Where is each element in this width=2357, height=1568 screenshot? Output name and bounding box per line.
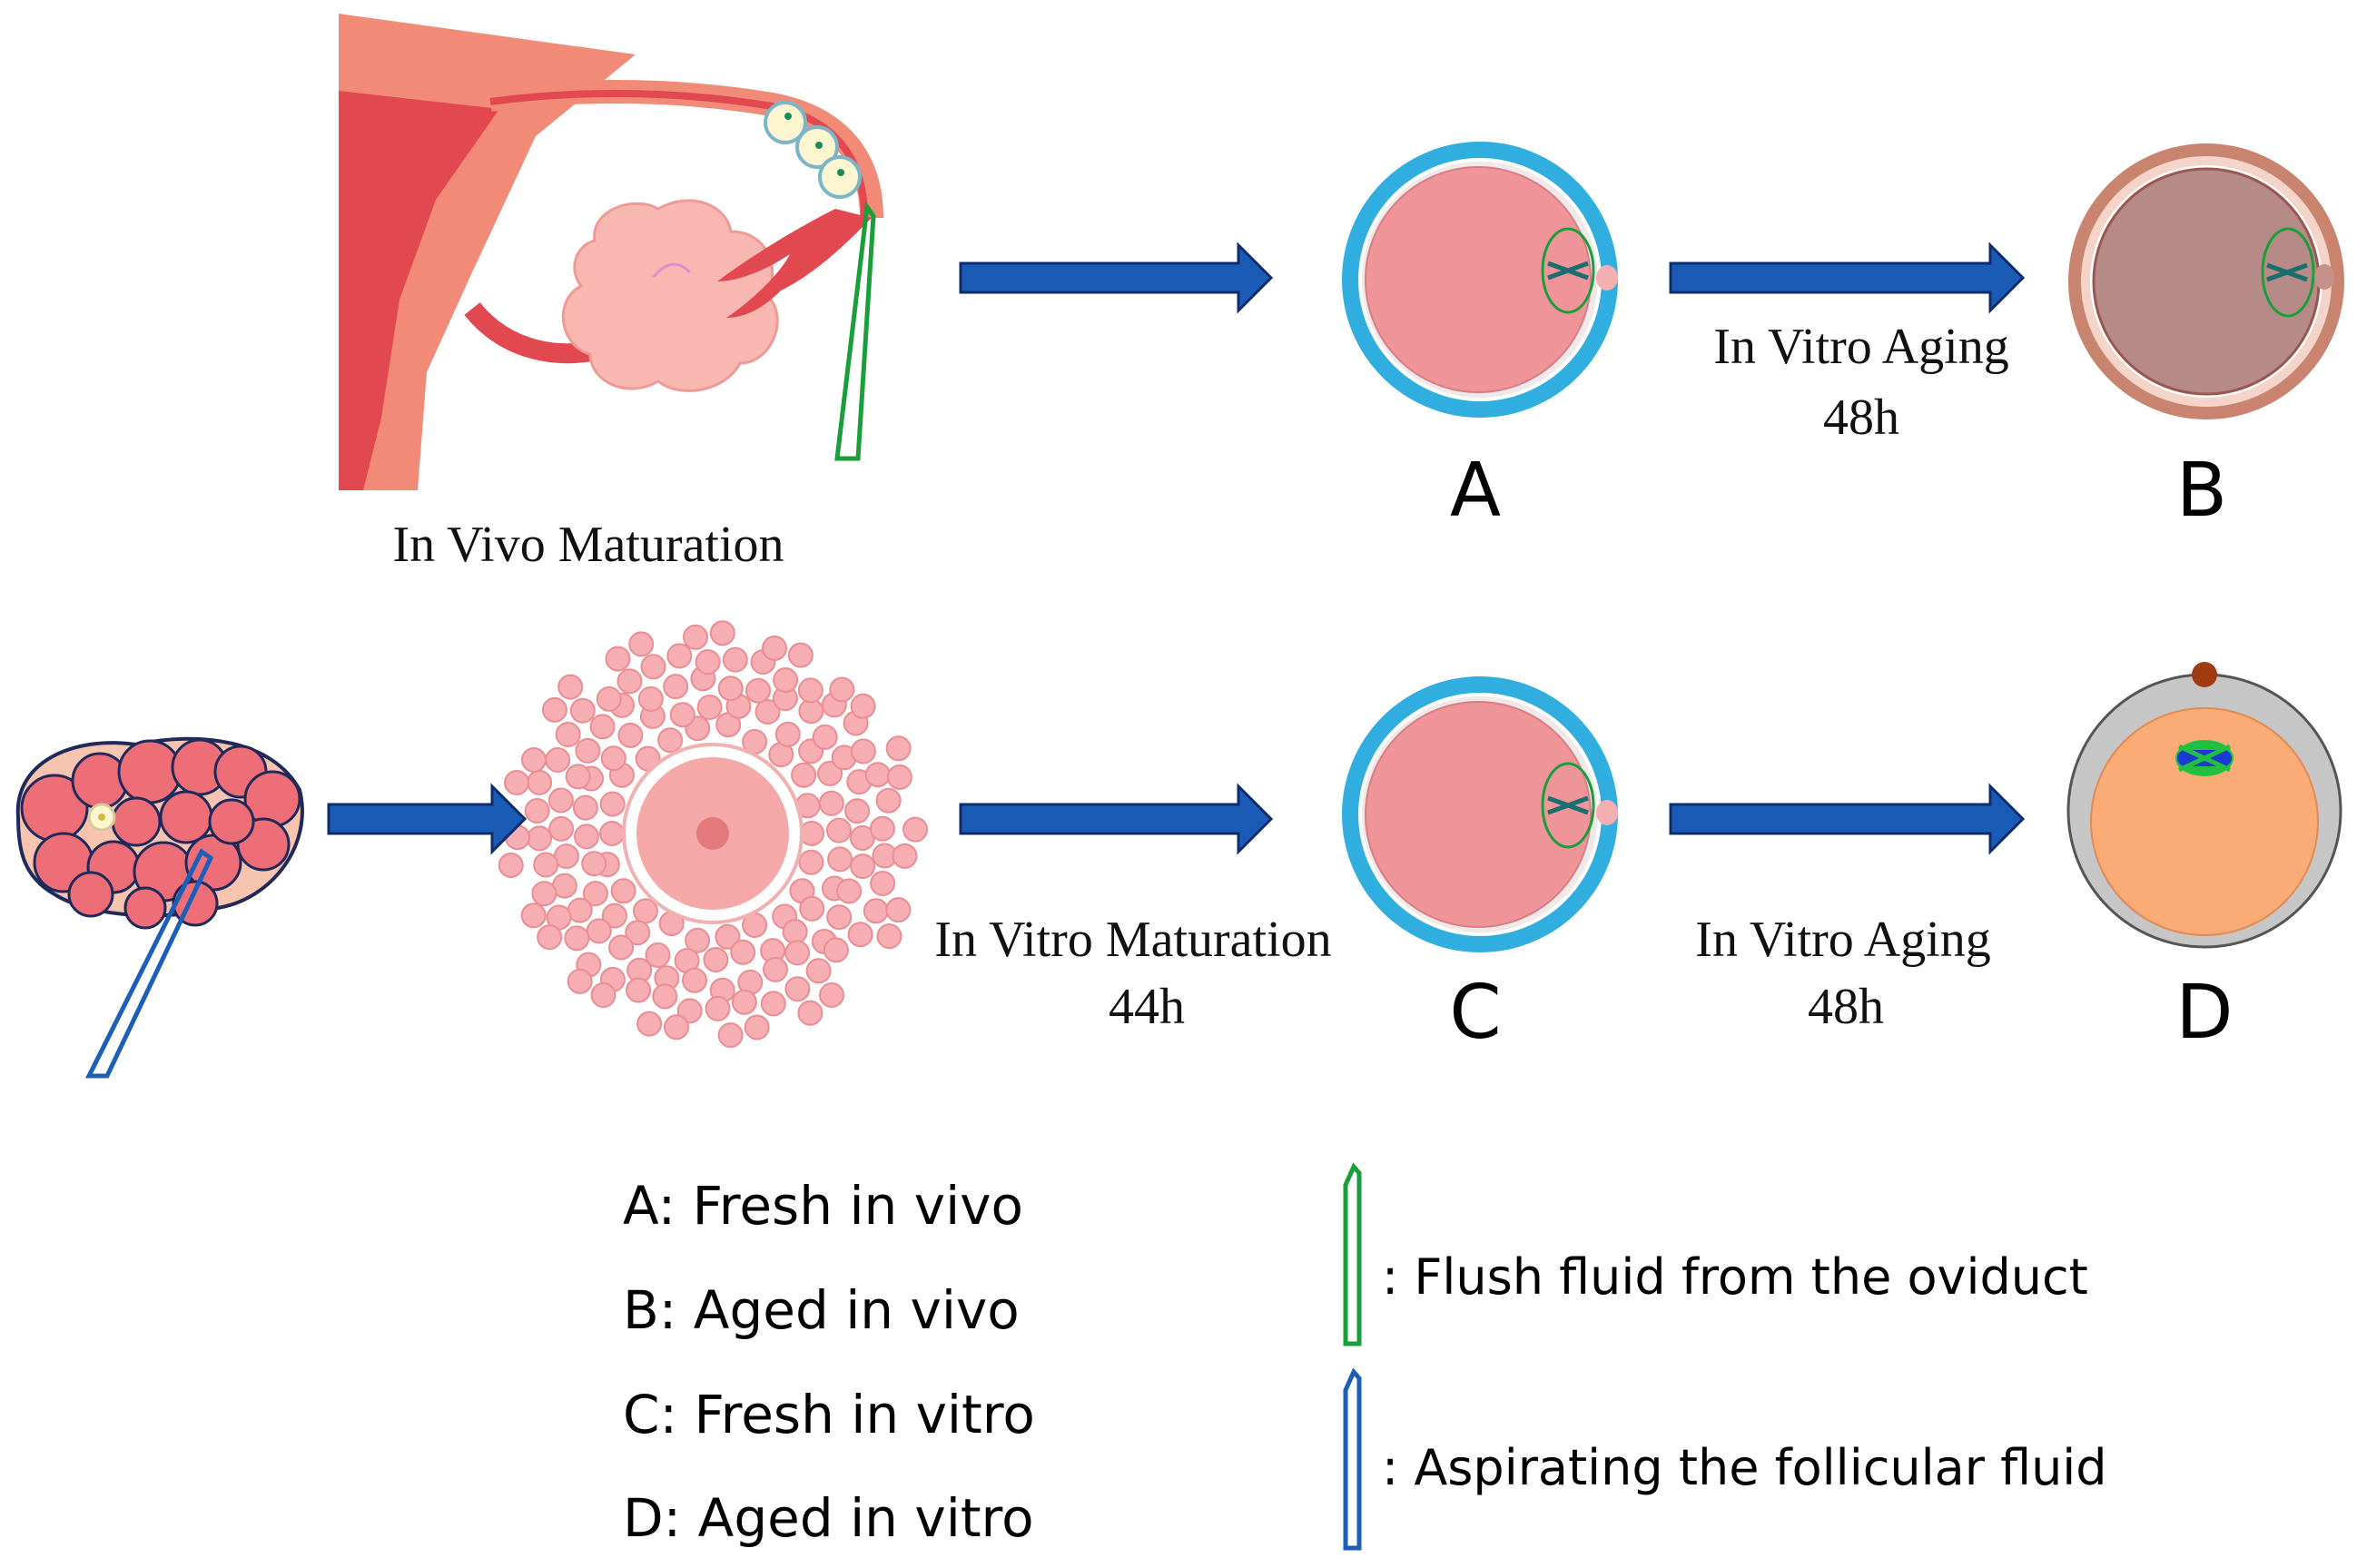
legend: A: Fresh in vivo B: Aged in vivo C: Fres… <box>623 1162 2107 1551</box>
caption-in-vitro-aging-top: In Vitro Aging <box>1713 319 2008 375</box>
arrow-1 <box>959 242 1274 314</box>
oocyte-label-c: C <box>1449 970 1501 1056</box>
spindle-icon <box>2261 227 2315 318</box>
flush-pipette-icon <box>834 201 876 461</box>
oocyte-b <box>2068 143 2344 419</box>
uterus-inner <box>339 91 499 490</box>
ovary-detail <box>652 262 692 278</box>
caption-in-vitro-aging-top-time: 48h <box>1823 390 1899 446</box>
legend-aspiration-text: : Aspirating the follicular fluid <box>1382 1439 2107 1496</box>
caption-in-vitro-maturation: In Vitro Maturation <box>934 912 1331 968</box>
ovary <box>561 199 779 392</box>
legend-flush-pipette-icon <box>1343 1162 1362 1346</box>
legend-item-b: B: Aged in vivo <box>623 1279 1020 1341</box>
oocyte-c <box>1342 676 1618 952</box>
process-arrows <box>327 242 2026 855</box>
spindle-icon <box>1541 227 1595 314</box>
spindle-icon <box>1541 762 1595 849</box>
fimbriae <box>717 209 872 318</box>
oocyte-label-d: D <box>2175 970 2233 1056</box>
oocyte-label-a: A <box>1450 448 1501 534</box>
arrow-4 <box>959 783 1274 855</box>
ovary-follicles-illustration <box>15 736 304 1079</box>
polar-body <box>2192 662 2217 687</box>
legend-aspiration-pipette-icon <box>1343 1367 1362 1551</box>
arrow-2 <box>1669 242 2026 314</box>
legend-item-a: A: Fresh in vivo <box>623 1175 1023 1237</box>
legend-flush-text: : Flush fluid from the oviduct <box>1382 1248 2088 1306</box>
spindle-icon <box>2175 740 2234 776</box>
caption-in-vitro-aging-bottom: In Vitro Aging <box>1695 912 1990 968</box>
arrow-5 <box>1669 783 2026 855</box>
arrow-3 <box>327 783 528 855</box>
oocyte-label-b: B <box>2176 448 2227 534</box>
caption-in-vivo-maturation: In Vivo Maturation <box>392 517 784 573</box>
aspiration-pipette-icon <box>84 848 214 1079</box>
oocyte-a <box>1342 142 1618 418</box>
legend-item-c: C: Fresh in vitro <box>623 1384 1035 1445</box>
cumulus-oocyte-complex <box>498 620 928 1049</box>
oviduct-oocytes <box>764 101 862 199</box>
oocyte-d <box>2066 662 2342 949</box>
caption-in-vitro-maturation-time: 44h <box>1109 979 1185 1035</box>
caption-in-vitro-aging-bottom-time: 48h <box>1808 979 1884 1035</box>
legend-item-d: D: Aged in vitro <box>623 1487 1034 1549</box>
reproductive-tract-illustration <box>339 14 883 490</box>
